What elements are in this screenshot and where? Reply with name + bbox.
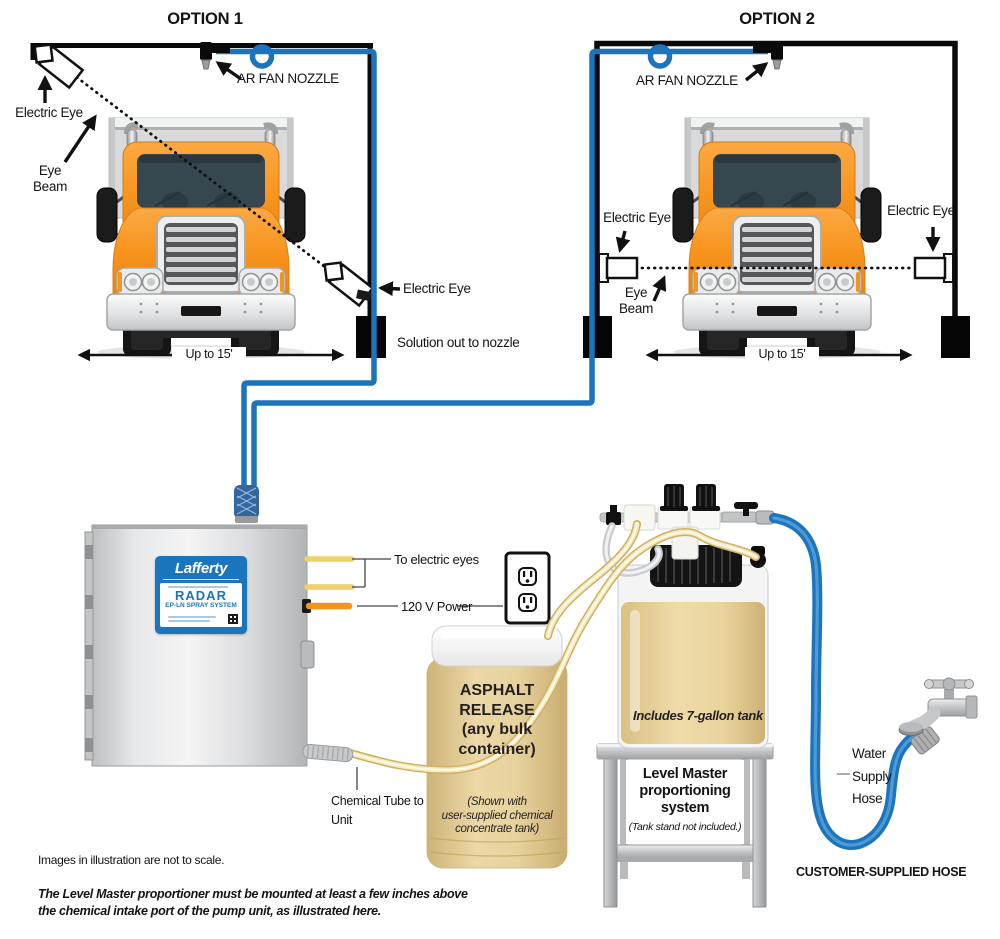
option1-electric-eye-left-label: Electric Eye: [15, 105, 83, 120]
power-label: 120 V Power: [401, 599, 473, 614]
qr-code-icon: [228, 614, 238, 624]
chemical-tube-label: Chemical Tube to Unit: [331, 794, 424, 827]
chemical-suction-tube: [544, 520, 641, 640]
proportioner-sign: Level Master proportioning system (Tank …: [628, 766, 742, 833]
chemical-tube-braid: [302, 743, 354, 763]
option2-distance-label: Up to 15': [745, 347, 819, 362]
option2-electric-eye-right-icon: [913, 252, 955, 284]
power-outlet-icon: [504, 551, 551, 625]
tank-capacity-note: Includes 7-gallon tank: [633, 708, 763, 723]
truck-option1: [97, 118, 305, 359]
truck-option2: [673, 118, 881, 359]
bulk-chemical-container: [426, 625, 568, 869]
customer-hose-label: CUSTOMER-SUPPLIED HOSE: [796, 865, 967, 879]
option2-eye-beam-label: Eye Beam: [618, 285, 654, 316]
cabinet-inlet-braid: [234, 485, 259, 523]
proportioner-tank: [617, 545, 769, 749]
system-name: EP-LN SPRAY SYSTEM: [165, 602, 237, 609]
option2-right-post: [941, 316, 970, 358]
option1-distance-label: Up to 15': [172, 347, 246, 362]
to-electric-eyes-label: To electric eyes: [394, 552, 479, 567]
option2-solution-tubing: [251, 44, 768, 489]
cabinet-wiring: [302, 556, 503, 613]
scale-note: Images in illustration are not to scale.: [38, 853, 225, 867]
option1-ar-fan-nozzle-icon: [200, 42, 230, 70]
option2-ar-fan-nozzle-icon: [753, 42, 783, 70]
hose-connector-nut: [910, 726, 940, 755]
option1-eye-beam-line: [60, 64, 348, 285]
container-title: ASPHALT RELEASE (any bulk container): [458, 682, 536, 758]
option1-title: OPTION 1: [167, 10, 243, 28]
option1-electric-eye-right-label: Electric Eye: [403, 281, 471, 296]
solution-out-label: Solution out to nozzle: [397, 335, 520, 350]
option2-ar-fan-nozzle-label: AR FAN NOZZLE: [636, 73, 738, 88]
faucet-icon: [898, 677, 978, 736]
mounting-note: The Level Master proportioner must be mo…: [38, 887, 468, 918]
label-arrows: [37, 61, 941, 302]
water-supply-hose: [769, 513, 926, 850]
option1-right-post: [356, 316, 386, 358]
label-panel: RADAR EP-LN SPRAY SYSTEM: [160, 583, 242, 627]
option2-left-post: [583, 316, 612, 358]
option1-ar-fan-nozzle-label: AR FAN NOZZLE: [237, 71, 339, 86]
container-note: (Shown with user-supplied chemical conce…: [441, 796, 553, 835]
chemical-feed-tube: [346, 528, 760, 775]
option2-electric-eye-left-icon: [597, 252, 639, 284]
option2-electric-eye-right-label: Electric Eye: [887, 203, 955, 218]
option1-eye-beam-label: Eye Beam: [32, 163, 68, 194]
model-name: RADAR: [175, 588, 227, 603]
lafferty-brand: Lafferty: [174, 560, 228, 577]
option2-electric-eye-left-label: Electric Eye: [603, 210, 671, 225]
lafferty-product-label: Lafferty RADAR EP-LN SPRAY SYSTEM: [155, 556, 247, 634]
water-supply-hose-label: Water Supply Hose: [852, 746, 892, 806]
option2-title: OPTION 2: [739, 10, 815, 28]
option1-solution-tubing: [216, 44, 377, 489]
